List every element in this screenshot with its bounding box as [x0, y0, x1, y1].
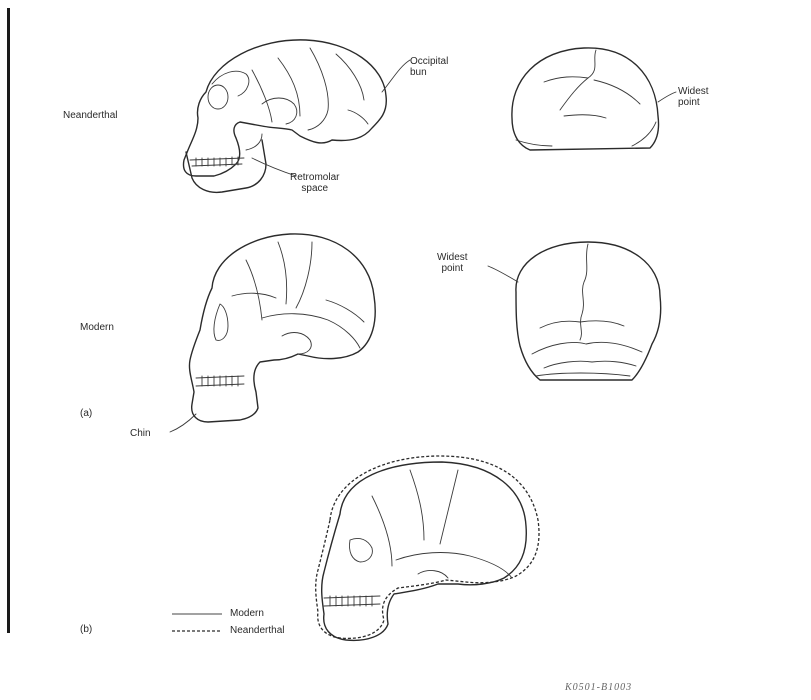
modern-skull-lateral: [170, 234, 375, 432]
row-label-modern: Modern: [80, 322, 114, 333]
legend: [172, 614, 222, 631]
label-chin: Chin: [130, 428, 151, 439]
legend-label-modern: Modern: [230, 608, 264, 619]
label-occipital-bun: Occipital bun: [410, 56, 448, 78]
footer-code: K0501-B1003: [565, 682, 632, 693]
row-label-neanderthal: Neanderthal: [63, 110, 117, 121]
neanderthal-skull-lateral: [184, 40, 411, 192]
panel-label-b: (b): [80, 624, 92, 635]
panel-label-a: (a): [80, 408, 92, 419]
label-retromolar-space: Retromolar space: [290, 172, 339, 194]
modern-skull-posterior: [488, 242, 661, 380]
legend-label-neanderthal: Neanderthal: [230, 625, 284, 636]
label-widest-point-neanderthal: Widest point: [678, 86, 709, 108]
neanderthal-skull-posterior: [512, 48, 676, 150]
label-widest-point-modern: Widest point: [437, 252, 468, 274]
overlay-skull-comparison: [316, 456, 539, 640]
